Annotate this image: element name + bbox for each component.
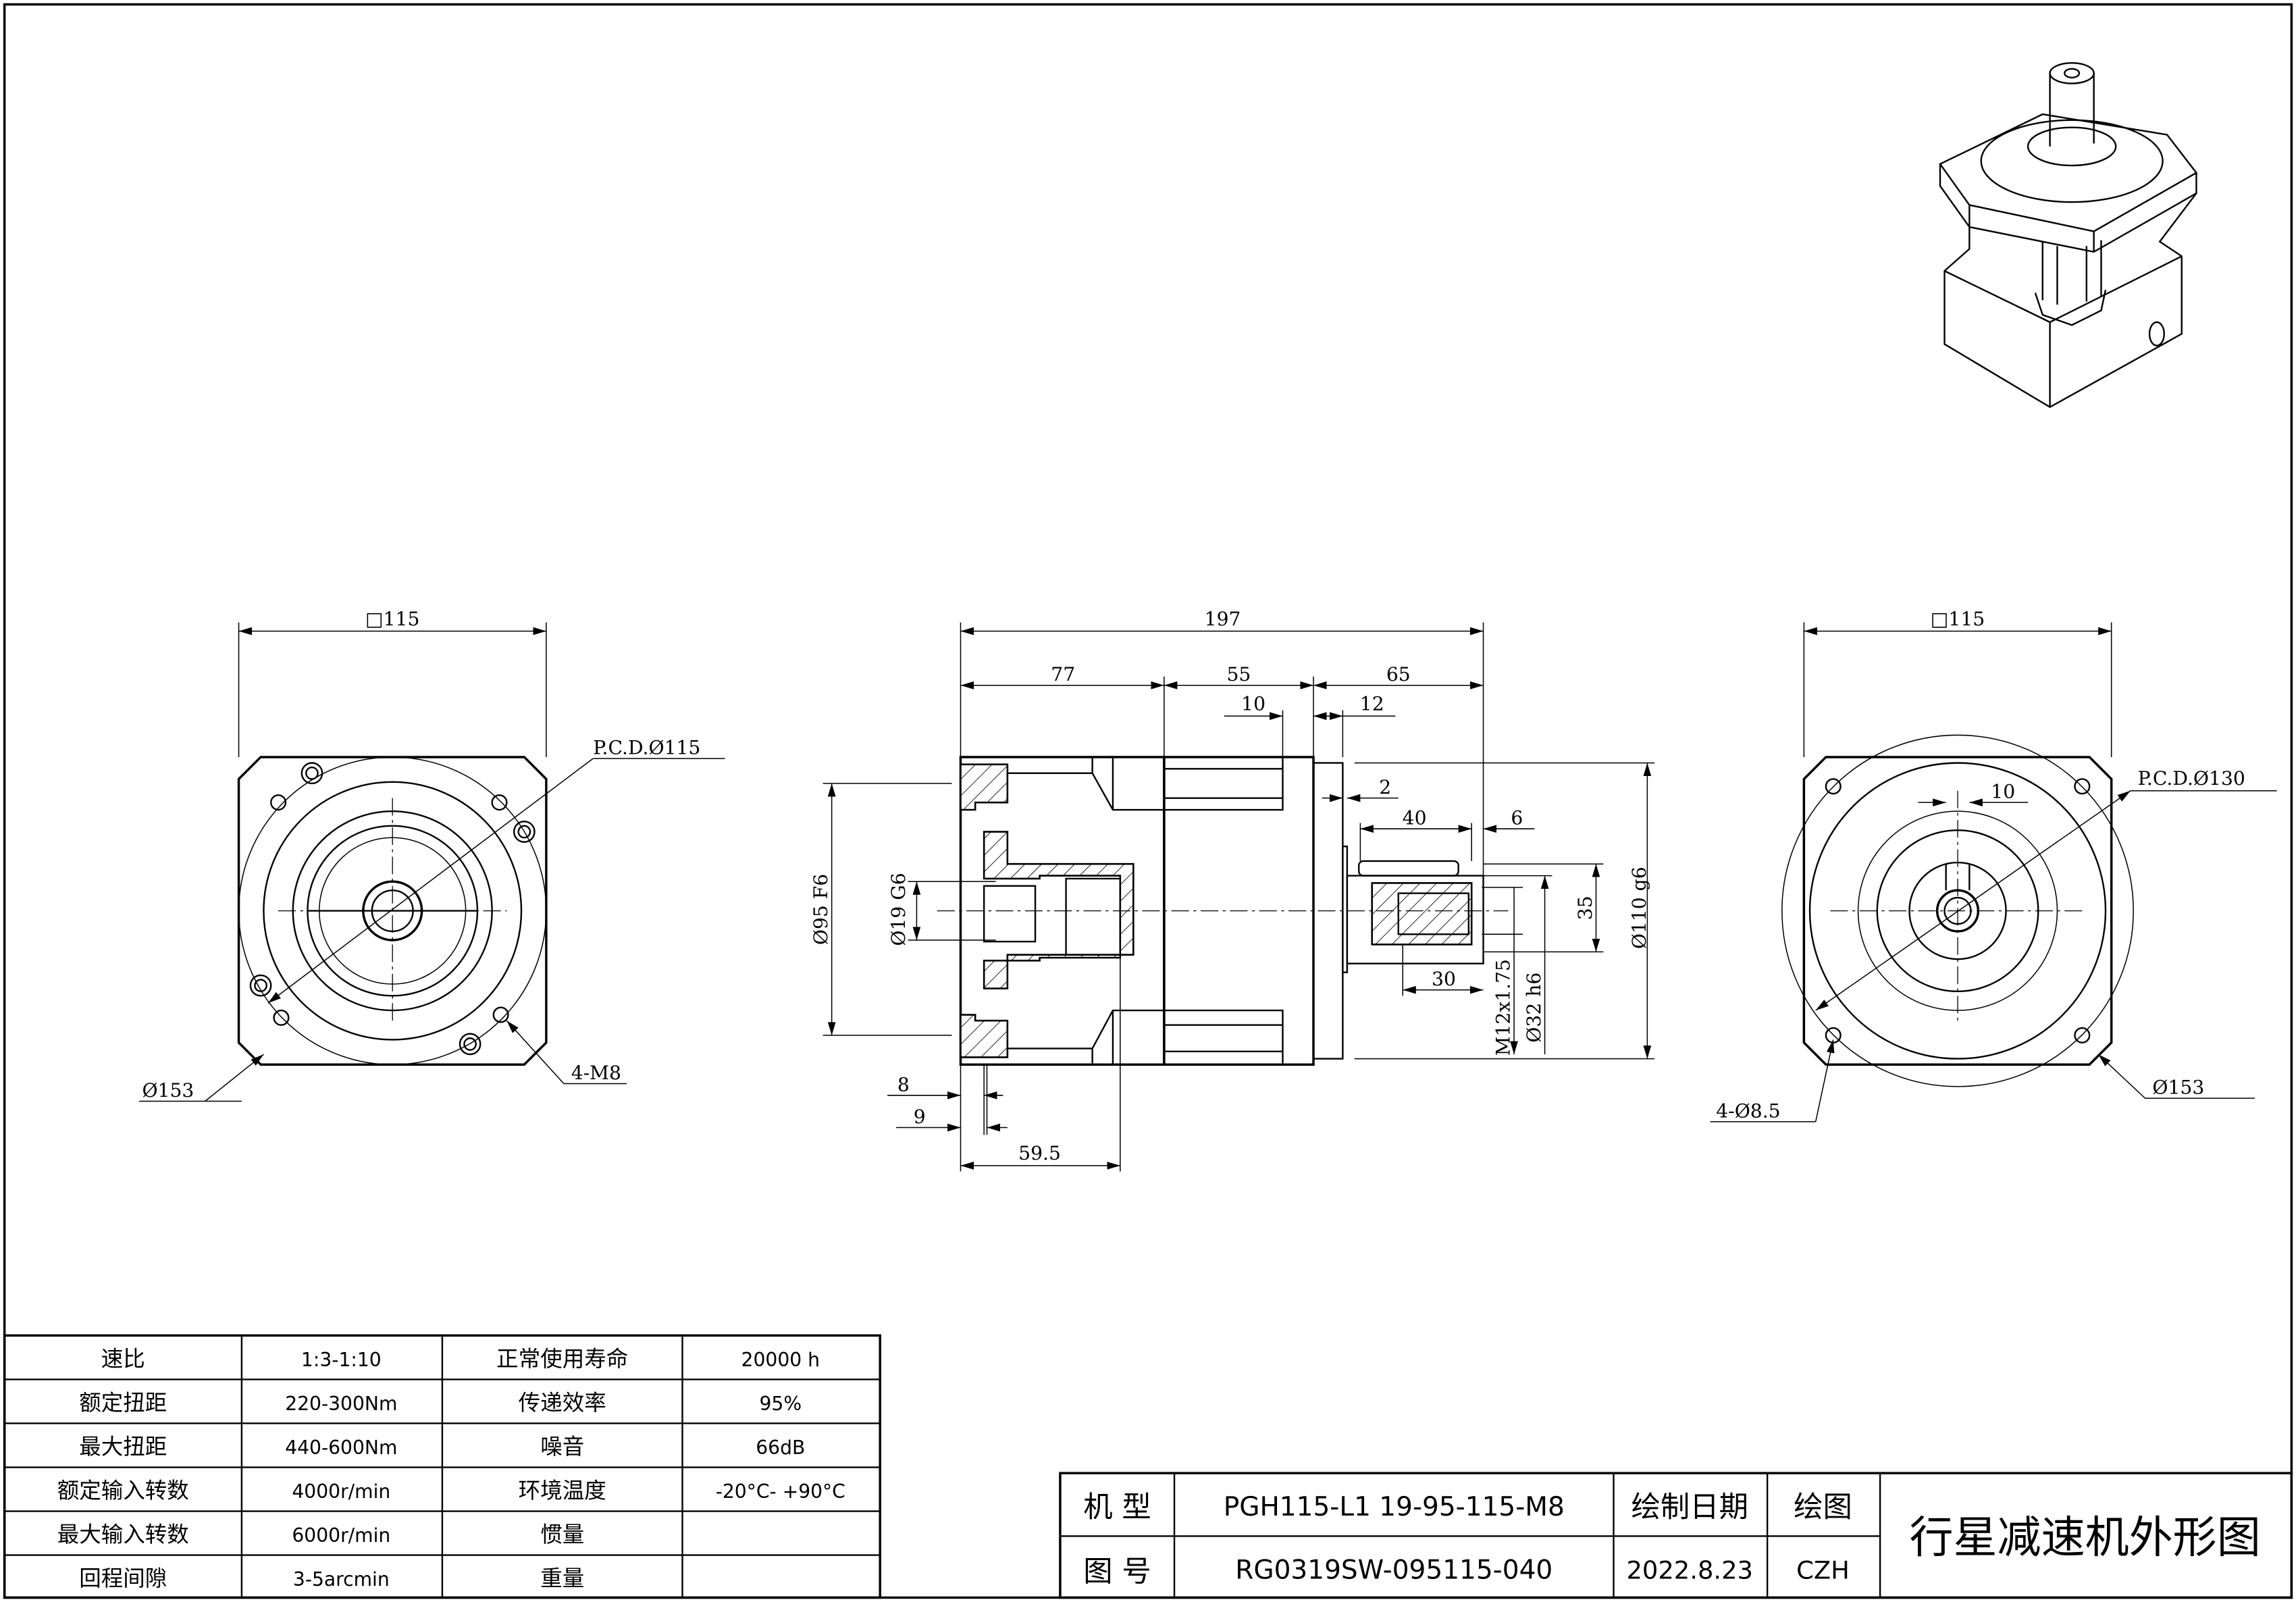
spec-label: 速比 <box>101 1346 145 1372</box>
dim-input-19: Ø19 G6 <box>887 873 910 946</box>
spec-label: 重量 <box>540 1566 584 1591</box>
spec-value: 6000r/min <box>292 1524 390 1547</box>
date-label: 绘制日期 <box>1632 1491 1748 1524</box>
left-pcd-dim: P.C.D.Ø115 <box>593 737 700 759</box>
dim-35: 35 <box>1574 896 1596 920</box>
side-section-view: 197 77 55 65 10 12 2 40 6 30 8 9 59.5 Ø9… <box>810 608 1655 1172</box>
right-square-dim: □115 <box>1931 608 1985 630</box>
dim-shaft-32: Ø32 h6 <box>1523 973 1545 1043</box>
spec-label: 正常使用寿命 <box>496 1346 628 1372</box>
spec-label: 回程间隙 <box>79 1566 167 1591</box>
spec-label: 噪音 <box>540 1434 584 1459</box>
right-pcd-dim: P.C.D.Ø130 <box>2138 767 2245 790</box>
dim-6: 6 <box>1511 807 1523 829</box>
dim-2: 2 <box>1379 776 1391 798</box>
spec-label: 额定输入转数 <box>57 1478 189 1503</box>
spec-label: 环境温度 <box>519 1478 606 1503</box>
dim-bore-95: Ø95 F6 <box>810 874 832 945</box>
dim-12: 12 <box>1360 693 1384 715</box>
spec-value: 95% <box>759 1393 802 1415</box>
spec-value: 220-300Nm <box>285 1393 397 1415</box>
dim-59-5: 59.5 <box>1018 1142 1061 1164</box>
dim-9: 9 <box>914 1106 926 1128</box>
left-holes-dim: 4-M8 <box>571 1062 621 1084</box>
spec-label: 惯量 <box>540 1522 584 1547</box>
dim-overall-length: 197 <box>1205 608 1241 630</box>
spec-label: 最大输入转数 <box>57 1522 189 1547</box>
right-holes-dim: 4-Ø8.5 <box>1716 1100 1780 1122</box>
model-label: 机 型 <box>1083 1491 1151 1524</box>
input-end-view: □115 P.C.D.Ø115 Ø153 4-M8 <box>139 608 725 1102</box>
spec-value: -20°C- +90°C <box>716 1480 845 1503</box>
dim-77: 77 <box>1051 663 1075 686</box>
left-outer-dia-dim: Ø153 <box>142 1079 194 1102</box>
isometric-view <box>1939 62 2198 409</box>
spec-value: 3-5arcmin <box>293 1568 390 1591</box>
output-end-view: □115 10 P.C.D.Ø130 Ø153 4-Ø8.5 <box>1710 608 2277 1122</box>
drawing-no-value: RG0319SW-095115-040 <box>1235 1555 1553 1585</box>
date-value: 2022.8.23 <box>1626 1555 1753 1584</box>
dim-10: 10 <box>1241 693 1266 715</box>
spec-value: 4000r/min <box>292 1480 390 1503</box>
dim-40: 40 <box>1403 807 1427 829</box>
drawing-no-label: 图 号 <box>1083 1555 1151 1589</box>
spec-label: 最大扭距 <box>79 1434 167 1459</box>
dim-thread-m12: M12x1.75 <box>1492 959 1515 1056</box>
spec-label: 传递效率 <box>519 1390 606 1416</box>
spec-value: 66dB <box>756 1437 805 1459</box>
spec-value: 440-600Nm <box>285 1437 397 1459</box>
title-block: 机 型 PGH115-L1 19-95-115-M8 绘制日期 绘图 图 号 R… <box>1059 1472 2293 1599</box>
spec-value: 20000 h <box>741 1349 820 1371</box>
right-outer-dia-dim: Ø153 <box>2152 1077 2204 1099</box>
drawing-title: 行星减速机外形图 <box>1910 1512 2261 1563</box>
left-square-dim: □115 <box>365 608 419 630</box>
spec-label: 额定扭距 <box>79 1390 167 1416</box>
dim-65: 65 <box>1386 663 1411 686</box>
drawer-label: 绘图 <box>1794 1491 1852 1524</box>
right-key-dim: 10 <box>1991 781 2015 803</box>
dim-8: 8 <box>897 1073 910 1095</box>
drawer-value: CZH <box>1796 1555 1850 1584</box>
dim-55: 55 <box>1226 663 1251 686</box>
model-value: PGH115-L1 19-95-115-M8 <box>1224 1492 1565 1522</box>
dim-30: 30 <box>1432 968 1456 990</box>
dim-pilot-110: Ø110 g6 <box>1628 867 1650 949</box>
spec-table: 速比 1:3-1:10 正常使用寿命 20000 h 额定扭距 220-300N… <box>3 1334 881 1599</box>
spec-value: 1:3-1:10 <box>301 1349 382 1371</box>
